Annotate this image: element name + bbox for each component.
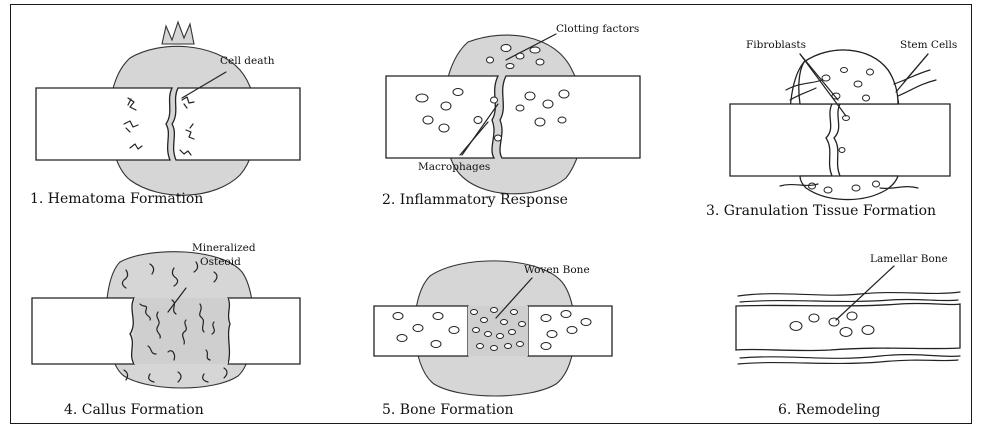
periosteum-bottom (740, 355, 960, 359)
caption-hematoma-formation: 1. Hematoma Formation (30, 191, 203, 207)
bone-fragment-right (834, 104, 950, 176)
bone-fragment-right (500, 76, 640, 158)
caption-granulation-tissue-formation: 3. Granulation Tissue Formation (706, 203, 936, 219)
bone-fragment-right (172, 88, 300, 160)
bone-fragment-left (386, 76, 498, 158)
pointer-stem-cells-2 (896, 54, 928, 92)
label-lamellar-bone: Lamellar Bone (870, 253, 948, 265)
caption-callus-formation: 4. Callus Formation (64, 402, 204, 418)
label-clotting-factors: Clotting factors (556, 23, 639, 35)
periosteum-top (738, 292, 960, 296)
label-fibroblasts: Fibroblasts (746, 39, 806, 51)
label-mineralized: Mineralized (192, 242, 256, 254)
label-woven-bone: Woven Bone (524, 264, 590, 276)
bone-fragment-right (228, 298, 300, 364)
caption-remodeling: 6. Remodeling (778, 402, 881, 418)
panel-remodeling: Lamellar Bone 6. Remodeling (736, 253, 960, 418)
label-macrophages: Macrophages (418, 161, 490, 173)
label-cell-death: Cell death (220, 55, 275, 67)
bone-fragment-left (36, 88, 172, 160)
bone-fragment-left (32, 298, 134, 364)
panel-granulation-tissue-formation: Fibroblasts Stem Cells 3. Granulation Ti… (706, 39, 957, 219)
remodeled-bone-shaft (736, 303, 960, 350)
panel-callus-formation: Mineralized Osteoid 4. Callus Formation (32, 242, 300, 418)
label-stem-cells: Stem Cells (900, 39, 957, 51)
panel-inflammatory-response: Clotting factors Macrophages 2. Inflamma… (382, 23, 640, 208)
bone-fragment-left (730, 104, 832, 176)
panel-hematoma-formation: Cell death 1. Hematoma Formation (30, 22, 300, 207)
caption-bone-formation: 5. Bone Formation (382, 402, 514, 418)
caption-inflammatory-response: 2. Inflammatory Response (382, 192, 568, 208)
label-osteoid: Osteoid (200, 256, 241, 268)
panel-bone-formation: Woven Bone 5. Bone Formation (374, 261, 612, 418)
